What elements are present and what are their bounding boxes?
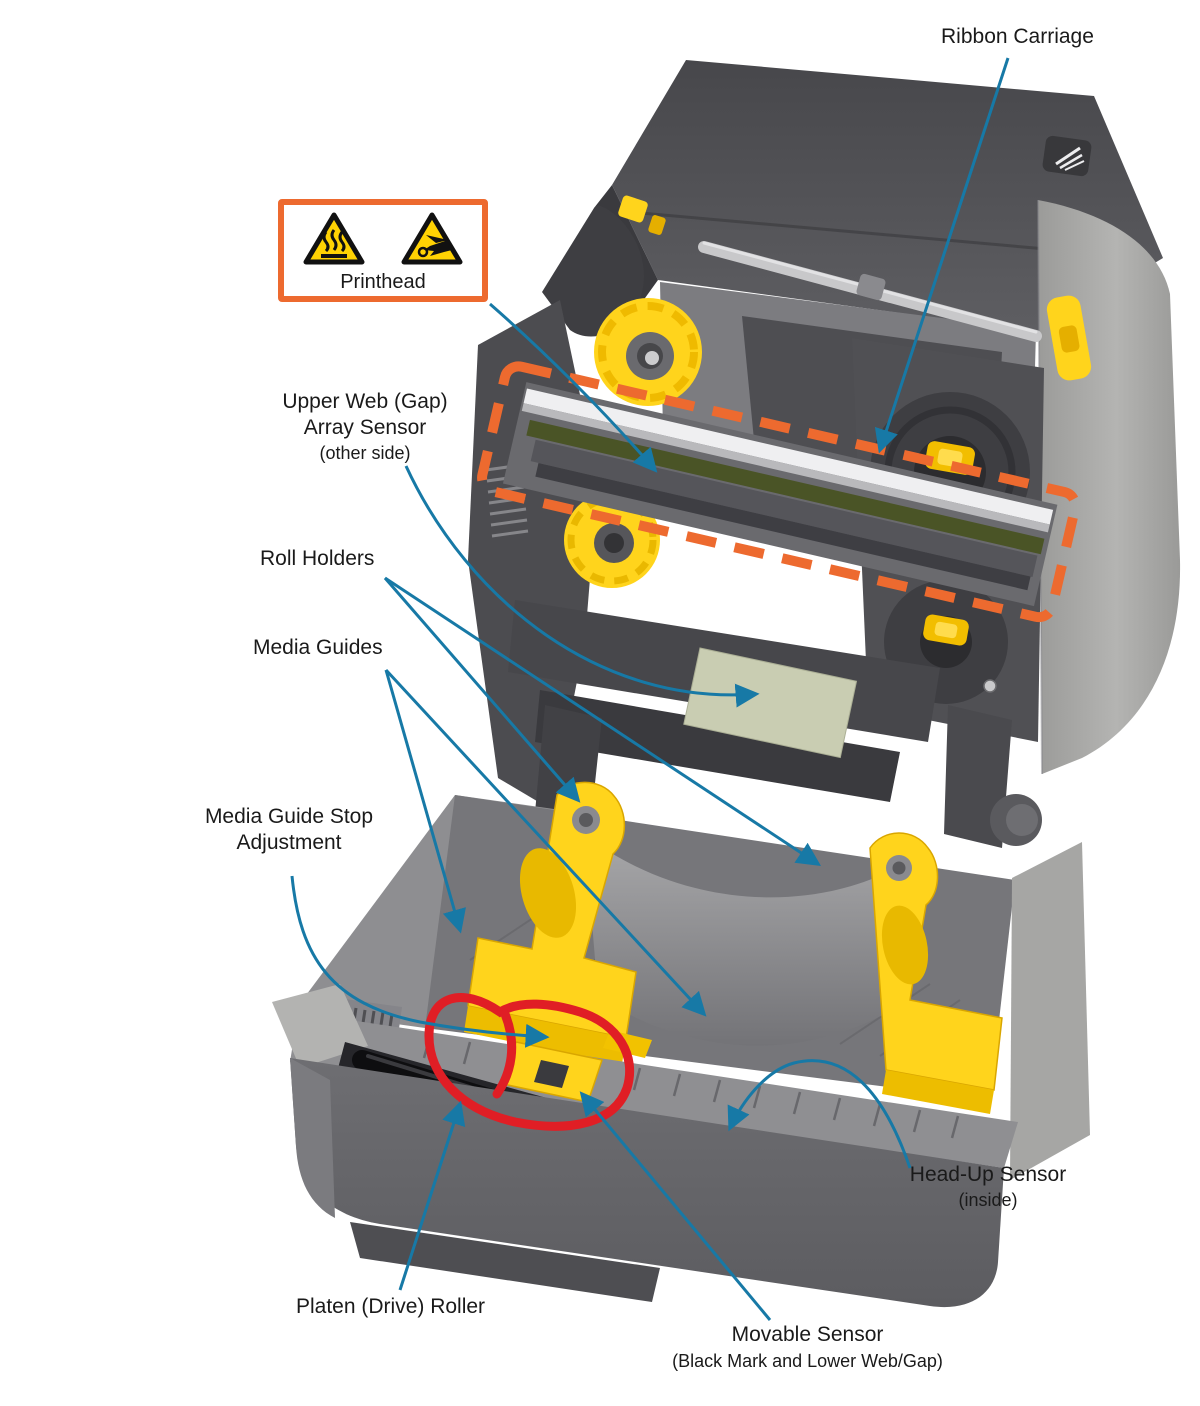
ribbon-carriage: [468, 298, 1058, 810]
leader-media-guide-stop: [290, 875, 550, 1048]
annotations: [290, 57, 1081, 1321]
lid-latch: [1046, 295, 1092, 381]
lid-tab-small: [648, 215, 666, 235]
hot-surface-warning-icon: [303, 212, 365, 264]
leader-roll-holder-right: [384, 576, 822, 866]
label-movable-sensor: Movable Sensor: [731, 1323, 884, 1346]
leader-ribbon-carriage: [874, 57, 1010, 454]
leader-media-guide-left: [384, 669, 466, 934]
leader-roll-holder-left: [383, 577, 581, 803]
lid-tab: [618, 195, 648, 223]
label-media-guide-stop: Media Guide Stop Adjustment: [204, 805, 374, 854]
label-media-guides: Media Guides: [253, 636, 383, 659]
printhead-warning-box: Printhead: [278, 199, 488, 302]
leader-upper-web-sensor: [404, 465, 760, 708]
zebra-logo-icon: [1042, 135, 1092, 177]
leader-movable-sensor: [579, 1091, 772, 1321]
label-upper-web-sensor: Upper Web (Gap) Array Sensor (other side…: [255, 389, 475, 465]
leader-platen-roller: [398, 1100, 466, 1291]
leader-media-guide-right: [384, 668, 707, 1017]
label-roll-holders: Roll Holders: [260, 547, 375, 570]
label-head-up-note: (inside): [958, 1190, 1018, 1210]
printer-base: [272, 781, 1090, 1308]
label-platen-roller: Platen (Drive) Roller: [296, 1295, 486, 1318]
ribbon-hub-lower: [923, 614, 969, 646]
label-movable-sensor-note: (Black Mark and Lower Web/Gap): [672, 1351, 943, 1371]
ribbon-knob-upper: [594, 298, 702, 406]
movable-sensor-highlight-red: [424, 993, 635, 1131]
ribbon-spindle-shaft: [698, 241, 1042, 342]
leader-head-up-sensor: [727, 1059, 912, 1169]
label-printhead: Printhead: [340, 270, 426, 293]
roll-holder-right: [869, 832, 1003, 1114]
label-upper-web-note: (other side): [319, 443, 411, 463]
printhead-assembly: [502, 382, 1058, 607]
leader-printhead: [489, 302, 658, 473]
media-cradle: [585, 835, 908, 1046]
label-ribbon-carriage: Ribbon Carriage: [941, 25, 1094, 48]
label-head-up-sensor: Head-Up Sensor (inside): [888, 1162, 1088, 1212]
esd-warning-icon: [401, 212, 463, 264]
printhead-highlight-dashed: [477, 361, 1081, 623]
upper-web-sensor-window: [683, 647, 858, 759]
